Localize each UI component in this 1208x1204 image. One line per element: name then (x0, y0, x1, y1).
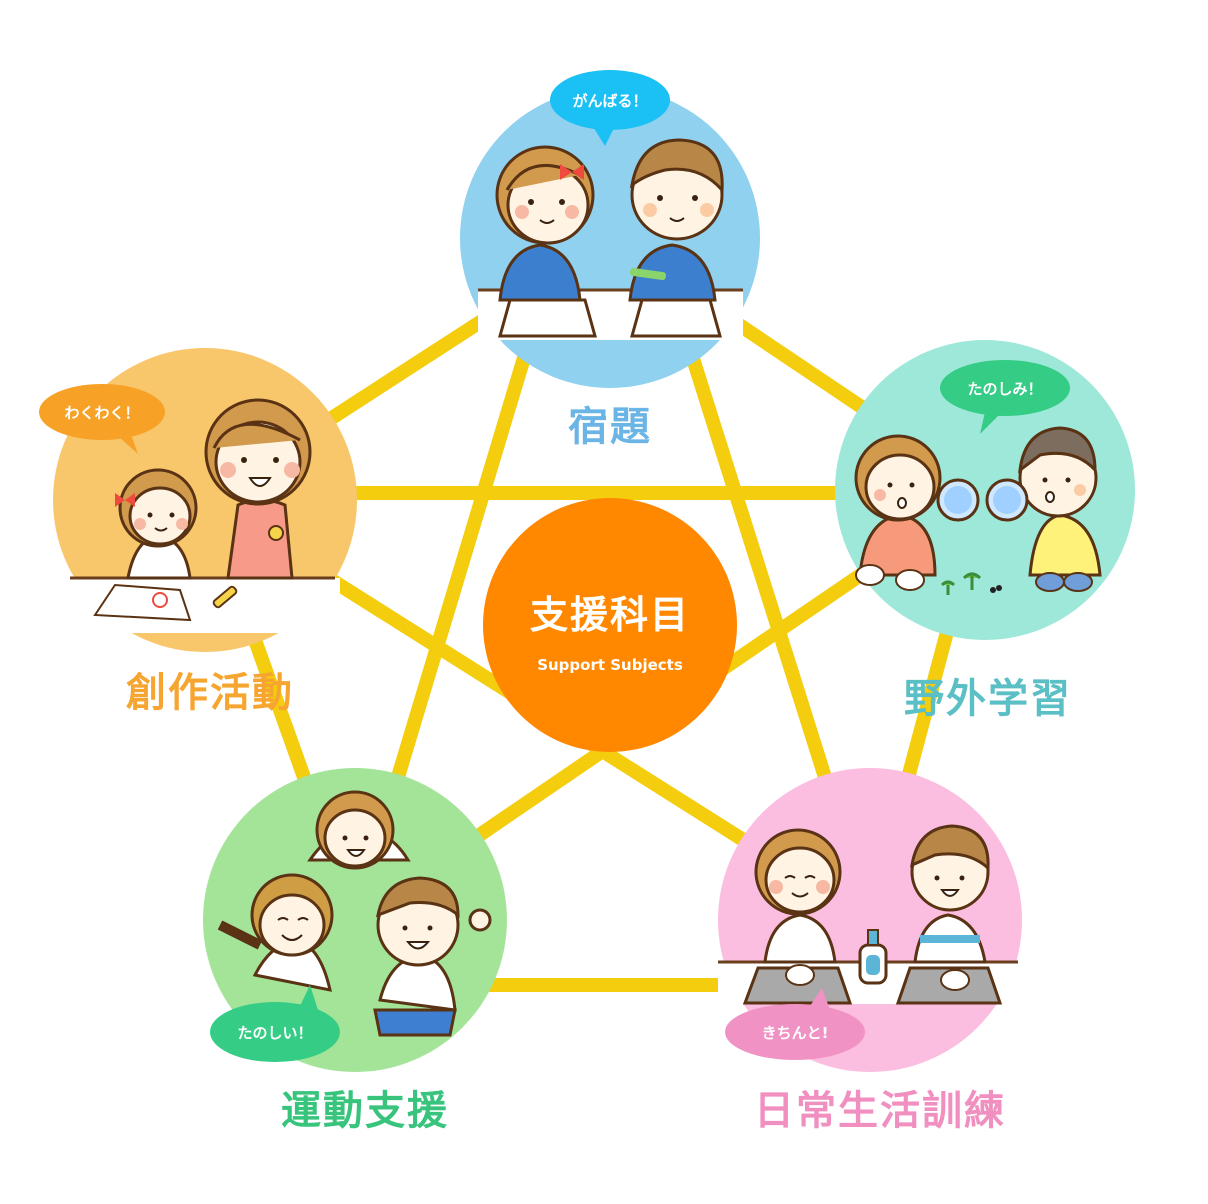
node-homework: がんばる！ (460, 70, 760, 388)
center-subtitle: Support Subjects (537, 656, 683, 674)
bubble-text-outdoor: たのしみ！ (967, 380, 1042, 398)
girl-with-magnifier-illustration (854, 434, 980, 591)
node-creative: わくわく！ (39, 348, 357, 652)
speech-bubble-creative: わくわく！ (39, 384, 165, 454)
girl-student-illustration (495, 145, 597, 338)
label-exercise: 運動支援 (281, 1088, 449, 1134)
speech-bubble-outdoor: たのしみ！ (940, 360, 1070, 434)
child-drawing-illustration (93, 468, 238, 622)
label-homework: 宿題 (568, 404, 652, 450)
bubble-text-homework: がんばる！ (572, 92, 647, 110)
speech-bubble-homework: がんばる！ (550, 70, 670, 146)
node-exercise: たのしい！ (203, 768, 507, 1072)
handwashing-children-illustration (742, 824, 1003, 1005)
jumping-children-illustration (217, 790, 492, 1037)
bubble-text-exercise: たのしい！ (237, 1024, 312, 1042)
bubble-text-daily: きちんと! (762, 1024, 829, 1042)
bubble-text-creative: わくわく！ (64, 404, 139, 422)
sprouts-and-ant-illustration (940, 572, 1002, 595)
node-outdoor: たのしみ！ (835, 340, 1135, 640)
node-daily: きちんと! (718, 768, 1022, 1072)
speech-bubble-exercise: たのしい！ (210, 985, 340, 1062)
label-creative: 創作活動 (126, 670, 294, 716)
label-daily: 日常生活訓練 (754, 1088, 1006, 1134)
center-circle (483, 498, 737, 752)
teacher-illustration (204, 398, 312, 580)
center-title: 支援科目 (530, 593, 690, 637)
boy-student-illustration (628, 138, 724, 338)
center-node: 支援科目 Support Subjects (483, 498, 737, 752)
boy-with-magnifier-illustration (985, 426, 1102, 592)
speech-bubble-daily: きちんと! (725, 988, 865, 1060)
label-outdoor: 野外学習 (904, 676, 1072, 722)
